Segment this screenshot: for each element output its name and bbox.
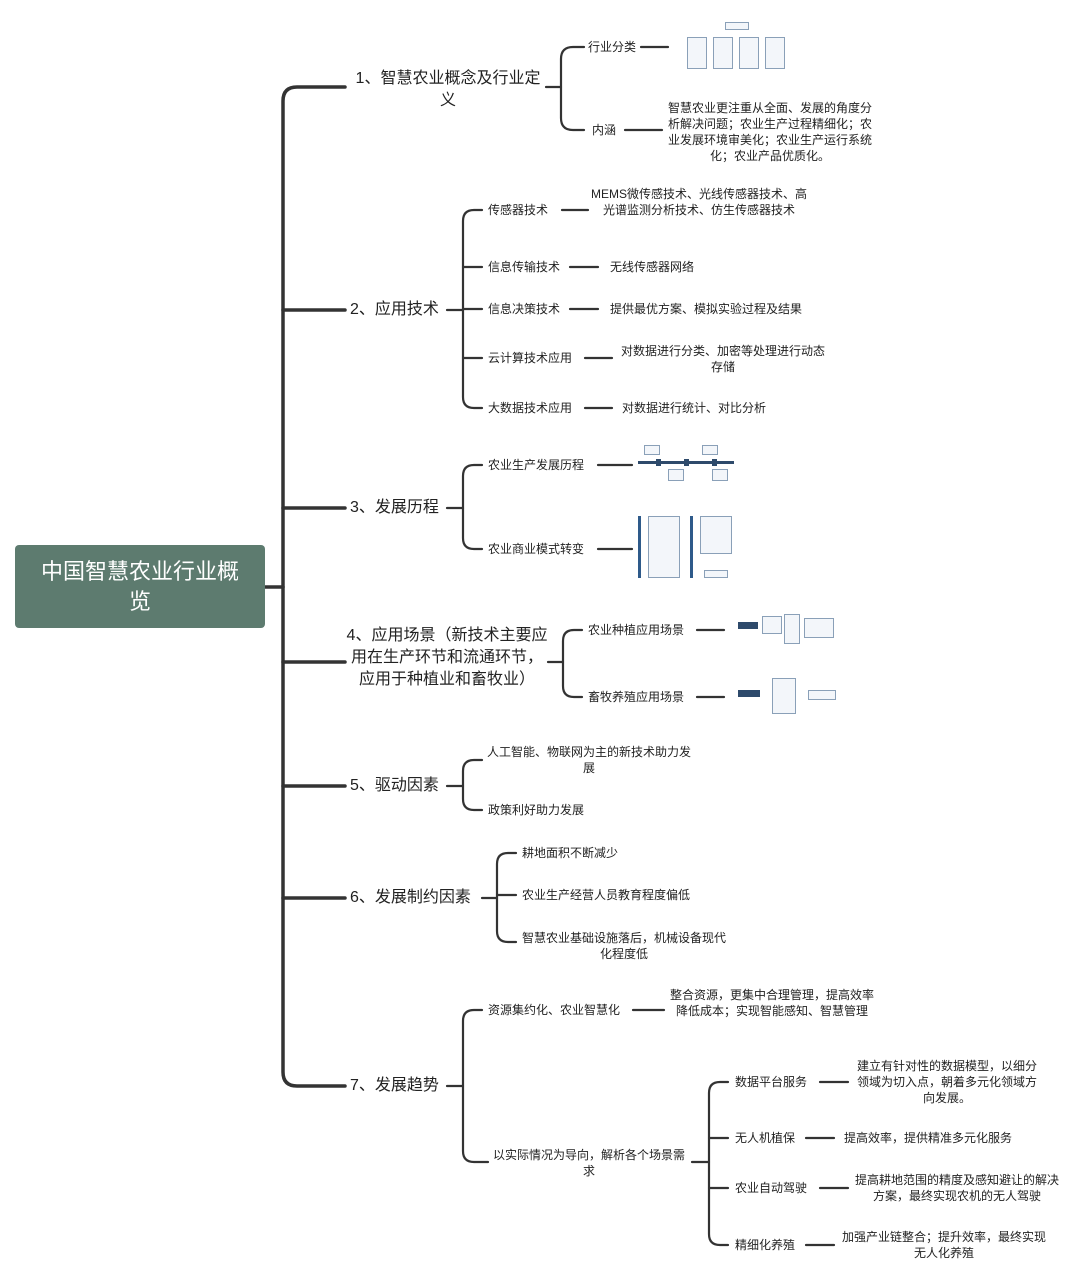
planting-scenario-thumbnail (736, 612, 838, 648)
trend-scenario[interactable]: 以实际情况为导向，解析各个场景需求 (492, 1148, 685, 1178)
history-production[interactable]: 农业生产发展历程 (488, 458, 585, 472)
trend-fine-farming[interactable]: 精细化养殖 (735, 1238, 796, 1252)
industry-classification-thumbnail (683, 22, 788, 72)
trend-drone[interactable]: 无人机植保 (735, 1131, 796, 1145)
tech-sensor[interactable]: 传感器技术 (488, 203, 549, 217)
scenario-livestock[interactable]: 畜牧养殖应用场景 (588, 690, 685, 704)
tech-decision[interactable]: 信息决策技术 (488, 302, 561, 316)
root-title: 中国智慧农业行业概览 (40, 558, 239, 614)
branch-1-child-1[interactable]: 行业分类 (588, 40, 637, 54)
trend-autodrive-detail: 提高耕地范围的精度及感知避让的解决方案，最终实现农机的无人驾驶 (854, 1173, 1059, 1203)
branch-7-title[interactable]: 7、发展趋势 (350, 1077, 439, 1094)
livestock-scenario-thumbnail (736, 676, 838, 716)
tech-bigdata[interactable]: 大数据技术应用 (488, 401, 573, 415)
branch-6-title[interactable]: 6、发展制约因素 (350, 889, 471, 906)
trend-data-platform-detail: 建立有针对性的数据模型，以细分领域为切入点，朝着多元化领域方向发展。 (856, 1059, 1037, 1105)
constraint-infrastructure[interactable]: 智慧农业基础设施落后，机械设备现代化程度低 (521, 931, 726, 961)
business-model-thumbnail (636, 512, 742, 580)
trend-resource-detail: 整合资源，更集中合理管理，提高效率降低成本；实现智能感知、智慧管理 (669, 988, 874, 1018)
tech-cloud-detail: 对数据进行分类、加密等处理进行动态存储 (620, 344, 825, 374)
constraint-education[interactable]: 农业生产经营人员教育程度偏低 (522, 888, 691, 902)
production-timeline-thumbnail (636, 443, 740, 485)
branch-4-title[interactable]: 4、应用场景（新技术主要应用在生产环节和流通环节，应用于种植业和畜牧业） (346, 627, 548, 688)
trend-fine-farming-detail: 加强产业链整合；提升效率，最终实现无人化养殖 (841, 1230, 1046, 1260)
branch-1-title[interactable]: 1、智慧农业概念及行业定义 (355, 70, 541, 109)
driver-tech[interactable]: 人工智能、物联网为主的新技术助力发展 (486, 745, 691, 775)
history-business-model[interactable]: 农业商业模式转变 (488, 542, 585, 556)
branch-1-child-2-detail: 智慧农业更注重从全面、发展的角度分析解决问题；农业生产过程精细化；农业发展环境审… (667, 101, 872, 163)
tech-cloud[interactable]: 云计算技术应用 (488, 351, 573, 365)
trend-data-platform[interactable]: 数据平台服务 (735, 1075, 808, 1089)
tech-sensor-detail: MEMS微传感技术、光线传感器技术、高光谱监测分析技术、仿生传感器技术 (590, 187, 807, 217)
branch-3-title[interactable]: 3、发展历程 (350, 499, 439, 516)
branch-2-title[interactable]: 2、应用技术 (350, 301, 439, 318)
driver-policy[interactable]: 政策利好助力发展 (488, 803, 585, 817)
trend-autodrive[interactable]: 农业自动驾驶 (735, 1181, 808, 1195)
scenario-planting[interactable]: 农业种植应用场景 (588, 623, 685, 637)
branch-1-child-2[interactable]: 内涵 (592, 123, 617, 137)
root-node[interactable]: 中国智慧农业行业概览 (15, 545, 265, 628)
trend-resource[interactable]: 资源集约化、农业智慧化 (488, 1003, 621, 1017)
constraint-farmland[interactable]: 耕地面积不断减少 (522, 846, 619, 860)
branch-5-title[interactable]: 5、驱动因素 (350, 777, 439, 794)
tech-decision-detail: 提供最优方案、模拟实验过程及结果 (610, 302, 803, 316)
tech-transmission[interactable]: 信息传输技术 (488, 260, 561, 274)
tech-transmission-detail: 无线传感器网络 (610, 260, 695, 274)
trend-drone-detail: 提高效率，提供精准多元化服务 (844, 1131, 1013, 1145)
tech-bigdata-detail: 对数据进行统计、对比分析 (622, 401, 767, 415)
